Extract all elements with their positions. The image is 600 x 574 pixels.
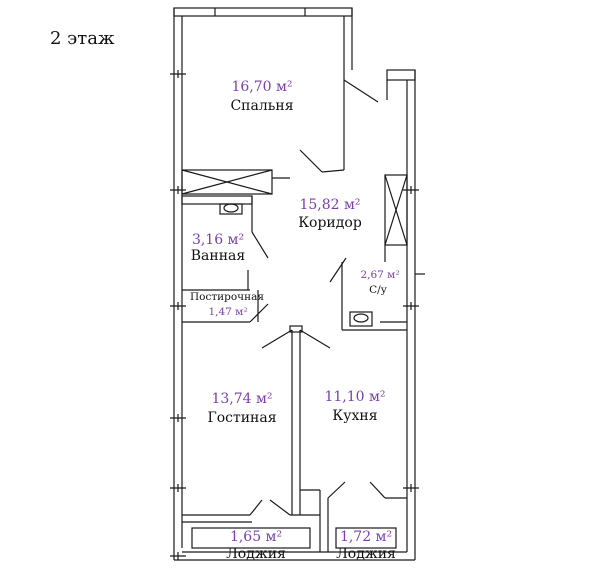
bedroom-area: 16,70 м²	[231, 79, 293, 95]
laundry-area: 1,47 м²	[208, 306, 248, 318]
bedroom-name: Спальня	[230, 98, 294, 114]
living-area: 13,74 м²	[211, 391, 273, 407]
kitchen-name: Кухня	[332, 408, 378, 424]
wc-name: С/у	[369, 284, 387, 296]
wardrobe	[384, 174, 408, 262]
bathroom-area: 3,16 м²	[191, 232, 245, 248]
bathroom-name: Ванная	[190, 248, 246, 264]
outer-walls	[173, 7, 416, 561]
living-name: Гостиная	[207, 410, 277, 426]
corridor-name: Коридор	[298, 215, 362, 231]
floor-label: 2 этаж	[50, 28, 115, 49]
closet	[181, 169, 290, 195]
wc-area: 2,67 м²	[360, 269, 400, 281]
corridor-area: 15,82 м²	[299, 197, 361, 213]
loggia-2-name: Лоджия	[336, 546, 396, 562]
kitchen-area: 11,10 м²	[324, 389, 386, 405]
loggia-1-name: Лоджия	[226, 546, 286, 562]
laundry-name: Постирочная	[189, 291, 265, 303]
loggia-2-area: 1,72 м²	[339, 529, 393, 545]
loggia-1-area: 1,65 м²	[229, 529, 283, 545]
column-markers	[170, 70, 425, 560]
